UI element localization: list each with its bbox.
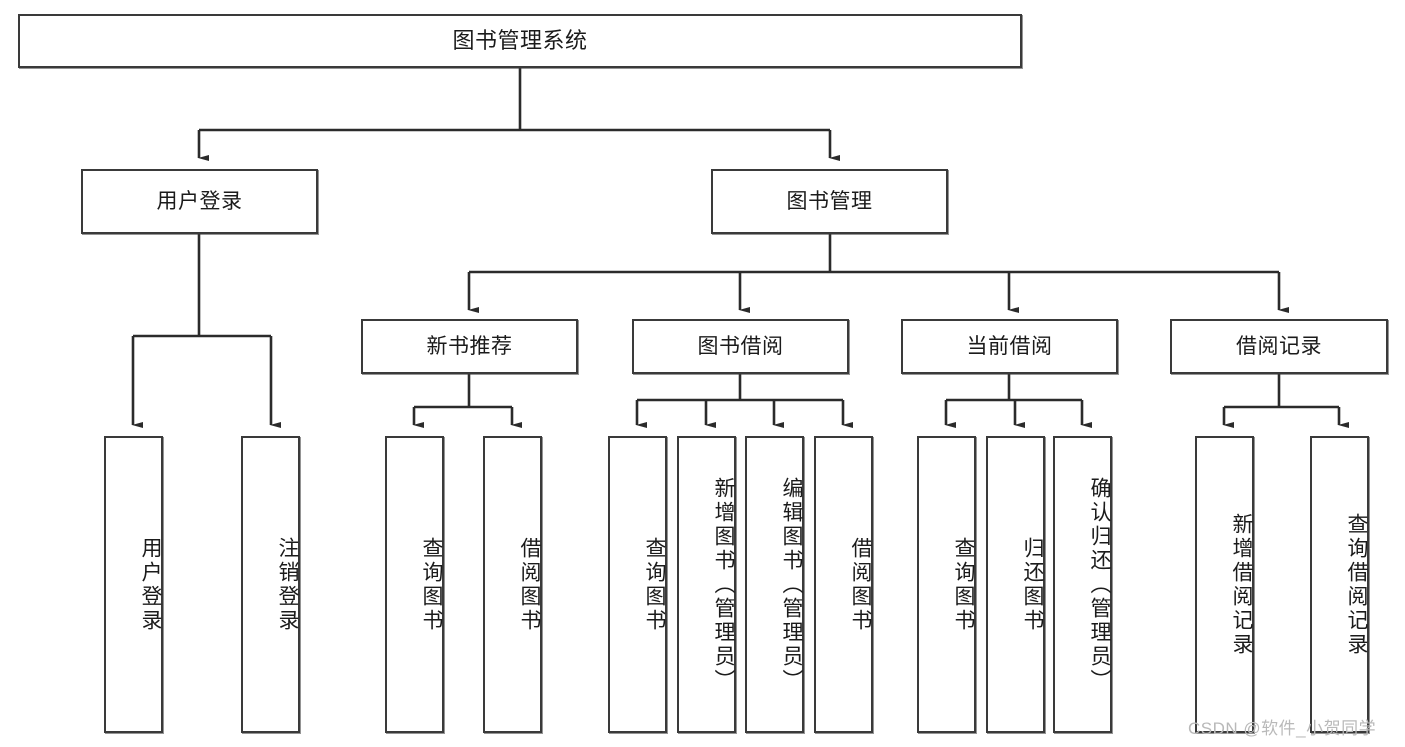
node-label: 注销登录	[276, 536, 299, 633]
node-borrow-record[interactable]: 借阅记录	[1170, 319, 1388, 374]
node-leaf-borrow-book-1[interactable]: 借阅图书	[483, 436, 542, 733]
node-root-book-management-system[interactable]: 图书管理系统	[18, 14, 1022, 68]
node-new-book-recommend[interactable]: 新书推荐	[361, 319, 578, 374]
csdn-watermark: CSDN @软件_小贺同学	[1188, 719, 1377, 738]
node-label: 查询图书	[952, 536, 975, 633]
node-leaf-add-book[interactable]: 新增图书（管理员）	[677, 436, 736, 733]
node-user-login[interactable]: 用户登录	[81, 169, 318, 234]
node-label: 查询借阅记录	[1345, 512, 1368, 657]
node-label: 图书管理	[786, 189, 873, 213]
node-label: 编辑图书（管理员）	[780, 476, 803, 693]
node-label: 当前借阅	[966, 334, 1053, 358]
node-label: 查询图书	[420, 536, 443, 633]
node-label: 新增图书（管理员）	[712, 476, 735, 693]
node-label: 新书推荐	[426, 334, 513, 358]
node-label: 图书管理系统	[452, 27, 588, 53]
node-current-borrow[interactable]: 当前借阅	[901, 319, 1118, 374]
node-leaf-query-book-3[interactable]: 查询图书	[917, 436, 976, 733]
node-leaf-logout-login[interactable]: 注销登录	[241, 436, 300, 733]
node-label: 归还图书	[1021, 536, 1044, 633]
node-leaf-return-book[interactable]: 归还图书	[986, 436, 1045, 733]
node-label: 用户登录	[156, 189, 243, 213]
node-label: 新增借阅记录	[1230, 512, 1253, 657]
node-leaf-confirm-return[interactable]: 确认归还（管理员）	[1053, 436, 1112, 733]
node-leaf-query-record[interactable]: 查询借阅记录	[1310, 436, 1369, 733]
node-leaf-add-record[interactable]: 新增借阅记录	[1195, 436, 1254, 733]
node-label: 借阅图书	[518, 536, 541, 633]
node-label: 查询图书	[643, 536, 666, 633]
node-label: 借阅图书	[849, 536, 872, 633]
node-label: 图书借阅	[697, 334, 784, 358]
node-leaf-user-login[interactable]: 用户登录	[104, 436, 163, 733]
node-label: 借阅记录	[1236, 334, 1322, 358]
node-leaf-borrow-book-2[interactable]: 借阅图书	[814, 436, 873, 733]
node-book-manage[interactable]: 图书管理	[711, 169, 948, 234]
node-leaf-query-book-1[interactable]: 查询图书	[385, 436, 444, 733]
node-book-borrow[interactable]: 图书借阅	[632, 319, 849, 374]
node-leaf-query-book-2[interactable]: 查询图书	[608, 436, 667, 733]
node-label: 确认归还（管理员）	[1088, 476, 1111, 693]
node-label: 用户登录	[139, 536, 162, 633]
node-leaf-edit-book[interactable]: 编辑图书（管理员）	[745, 436, 804, 733]
